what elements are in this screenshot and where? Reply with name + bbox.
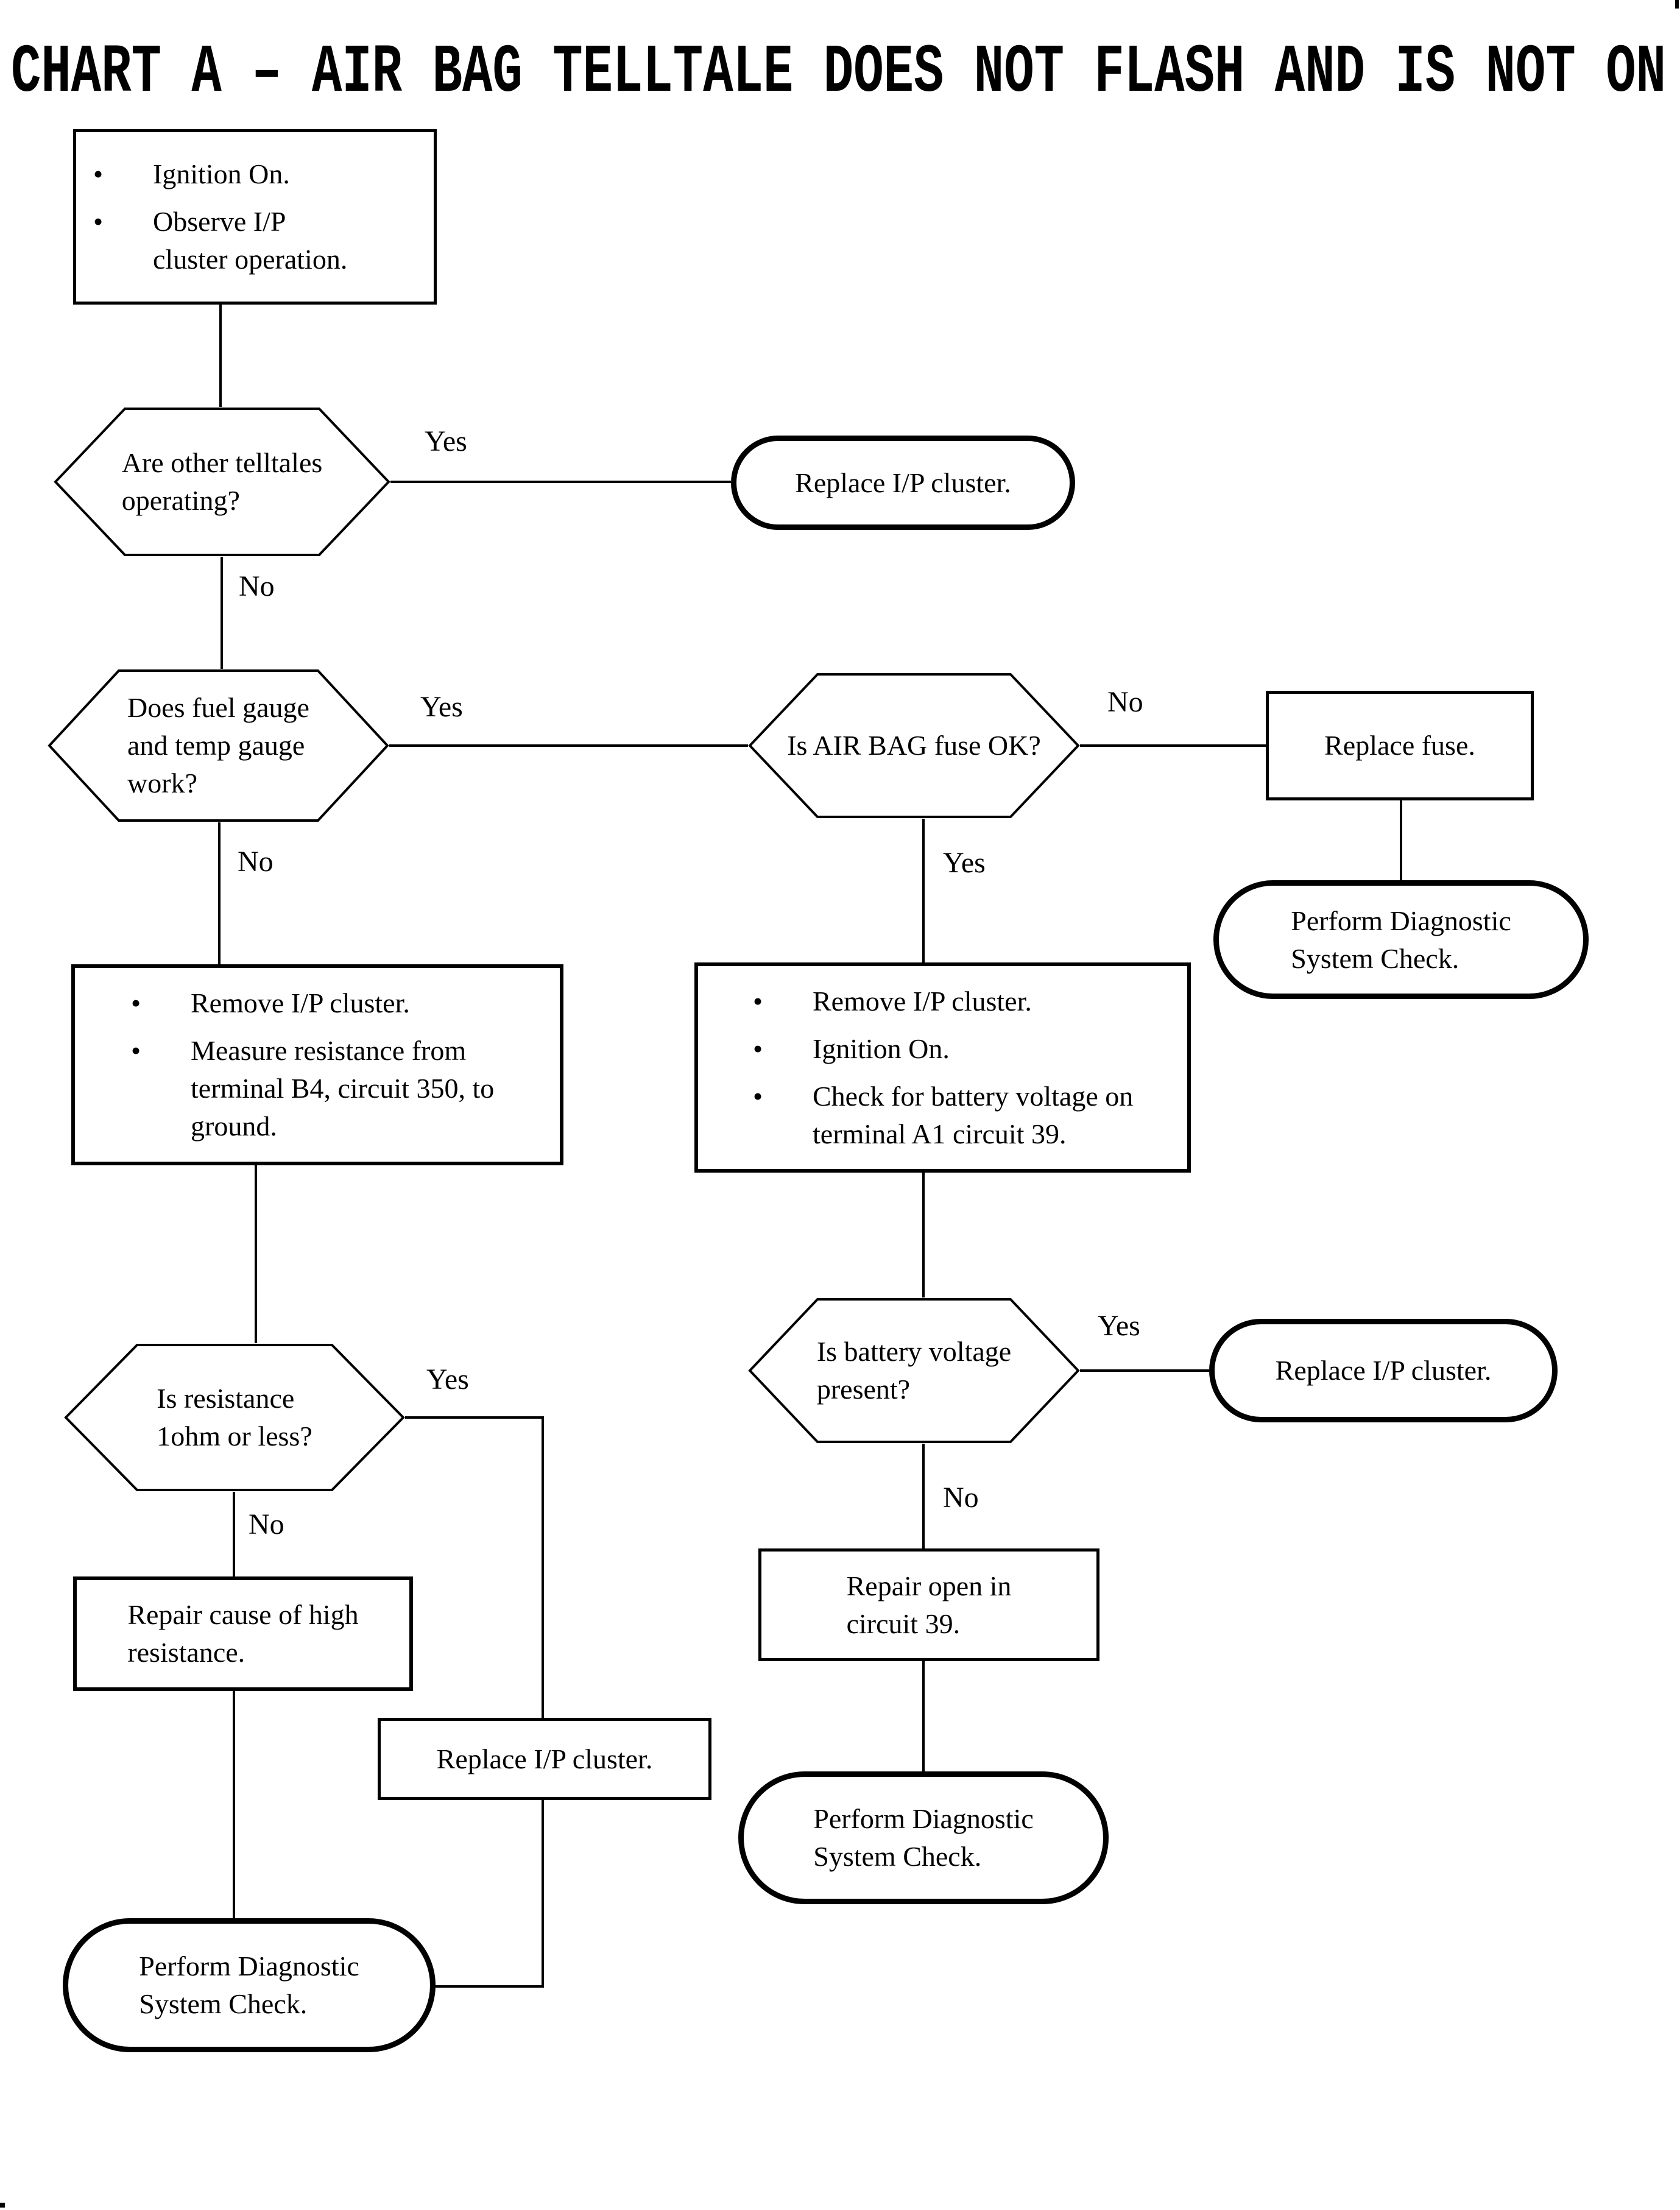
process-repair-circuit-39: Repair open in circuit 39. [758,1548,1099,1661]
bullet-icon: • [753,1080,763,1112]
bullet-icon: • [753,985,763,1017]
connector-start-to-telltales [219,305,222,407]
connector-fuse-yes [922,819,925,964]
terminal-replace-cluster-top: Replace I/P cluster. [731,436,1075,530]
decision-airbag-fuse-ok: Is AIR BAG fuse OK? [748,673,1080,819]
label-fuse-no: No [1107,686,1143,718]
process-start: • Ignition On. • Observe I/P cluster ope… [73,129,437,305]
terminal-diag-check-mid: Perform Diagnostic System Check. [738,1771,1109,1904]
hexagon-shape [54,408,390,556]
connector-resistance-yes-h [405,1416,544,1419]
connector-resistproc-to-decision [255,1165,257,1343]
hexagon-shape [48,669,389,822]
label-battery-no: No [943,1481,979,1514]
terminal-replace-cluster-right: Replace I/P cluster. [1209,1319,1558,1422]
scan-artifact-top-right [1675,0,1679,9]
connector-replacerect-down [542,1800,544,1986]
connector-telltales-yes [390,481,731,483]
label-gauges-no: No [238,846,274,878]
terminal-diag-check-right: Perform Diagnostic System Check. [1213,880,1589,999]
bullet-icon: • [131,987,141,1019]
bullet-icon: • [93,158,104,189]
decision-resistance-1ohm: Is resistance 1ohm or less? [64,1343,405,1492]
label-telltales-no: No [239,570,275,602]
chart-title: CHART A – AIR BAG TELLTALE DOES NOT FLAS… [11,34,1667,111]
connector-gauges-no [218,822,221,964]
connector-telltales-no [221,557,223,669]
connector-resistance-no [233,1492,235,1576]
decision-telltales-operating: Are other telltales operating? [54,407,390,557]
hexagon-shape [748,673,1080,818]
connector-voltproc-to-decision [922,1173,925,1297]
label-telltales-yes: Yes [425,425,467,457]
connector-resistance-yes-v [542,1417,544,1719]
label-battery-yes: Yes [1098,1310,1140,1342]
process-replace-fuse: Replace fuse. [1266,691,1534,800]
process-check-voltage: • Remove I/P cluster. • Ignition On. • C… [694,962,1191,1173]
decision-battery-voltage: Is battery voltage present? [748,1297,1080,1444]
terminal-diag-check-bottom-left: Perform Diagnostic System Check. [63,1918,436,2052]
bullet-icon: • [131,1035,141,1066]
connector-repairopen-to-diag [922,1661,925,1771]
connector-repair-to-diag-bl [233,1691,235,1918]
process-measure-resistance: • Remove I/P cluster. • Measure resistan… [71,964,563,1165]
label-gauges-yes: Yes [420,691,463,723]
decision-gauges-work: Does fuel gauge and temp gauge work? [48,669,389,822]
label-fuse-yes: Yes [943,847,986,879]
connector-gauges-yes [389,744,748,747]
bullet-icon: • [93,206,104,237]
connector-fuse-no [1080,744,1266,747]
label-resistance-yes: Yes [426,1363,469,1396]
label-resistance-no: No [249,1508,284,1541]
hexagon-shape [64,1344,405,1491]
process-repair-resistance: Repair cause of high resistance. [73,1576,413,1691]
hexagon-shape [748,1298,1080,1443]
connector-battery-yes [1080,1369,1209,1372]
process-replace-cluster-rect: Replace I/P cluster. [378,1718,711,1800]
bullet-icon: • [753,1033,763,1064]
connector-fuse-to-diag [1400,800,1402,880]
scan-artifact-bottom-left [0,2203,5,2208]
connector-battery-no [922,1444,925,1548]
connector-elbow-to-diag-bl [436,1985,544,1988]
